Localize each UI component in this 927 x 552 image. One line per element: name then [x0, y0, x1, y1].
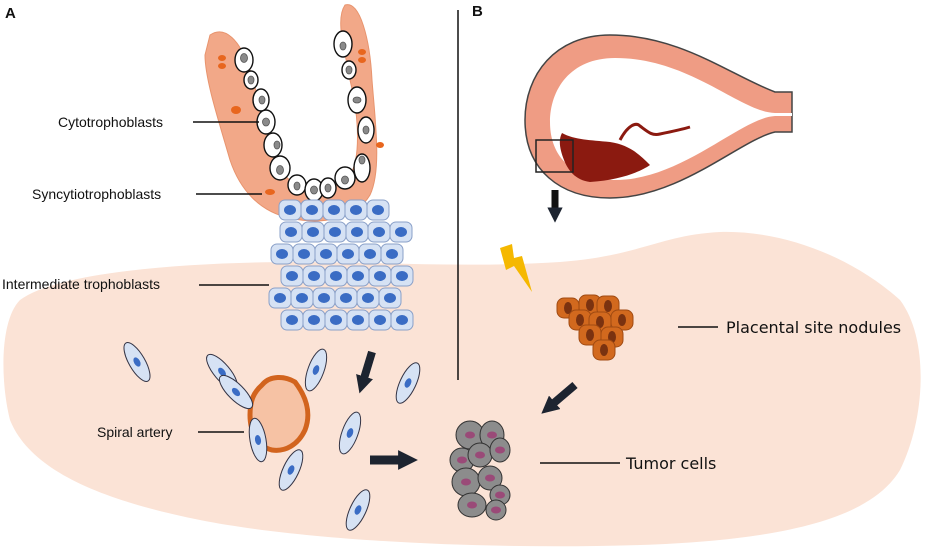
intermediate-trophoblast-nucleus — [352, 271, 364, 281]
tumor-cell-nucleus — [491, 506, 501, 514]
spindle-cell — [123, 342, 151, 382]
spindle-cell-nucleus — [312, 365, 320, 375]
intermediate-trophoblast-nucleus — [396, 271, 408, 281]
extravillous-spindle-cells — [123, 342, 421, 531]
lightning-icon — [500, 244, 532, 292]
nodule-cell-nucleus — [604, 300, 612, 312]
nodule-cell-nucleus — [586, 299, 594, 311]
intermediate-trophoblast-nucleus — [286, 315, 298, 325]
intermediate-trophoblast-nucleus — [298, 249, 310, 259]
intermediate-trophoblast-nucleus — [374, 271, 386, 281]
intermediate-trophoblast-nucleus — [286, 271, 298, 281]
spindle-cell-nucleus — [354, 505, 362, 515]
tumor-cell-nucleus — [457, 456, 467, 464]
spindle-cell — [304, 348, 328, 392]
intermediate-trophoblast-nucleus — [329, 227, 341, 237]
tumor-cell-nucleus — [495, 446, 505, 454]
label-syncytiotrophoblasts: Syncytiotrophoblasts — [32, 186, 161, 202]
nodule-cell-nucleus — [586, 329, 594, 341]
intermediate-trophoblast-nucleus — [330, 315, 342, 325]
spindle-cell-nucleus — [346, 428, 354, 438]
tumor-cell-nucleus — [475, 451, 485, 459]
intermediate-trophoblast-nucleus — [274, 293, 286, 303]
intermediate-trophoblast-nucleus — [318, 293, 330, 303]
intermediate-trophoblast-nucleus — [350, 205, 362, 215]
tumor-cell-nucleus — [495, 491, 505, 499]
panel-label-b: B — [472, 3, 483, 20]
intermediate-trophoblast-nucleus — [285, 227, 297, 237]
nodule-cell-nucleus — [564, 302, 572, 314]
label-placental-site-nodules: Placental site nodules — [726, 318, 901, 337]
intermediate-trophoblast-nucleus — [308, 315, 320, 325]
label-intermediate-trophoblasts: Intermediate trophoblasts — [2, 276, 160, 292]
nodule-cell-nucleus — [600, 344, 608, 356]
magnification-box — [535, 139, 574, 173]
intermediate-trophoblast-nucleus — [342, 249, 354, 259]
arrow-down-icon — [356, 350, 376, 394]
intermediate-trophoblast-nucleus — [374, 315, 386, 325]
spindle-cell — [278, 449, 304, 491]
intermediate-trophoblast-nucleus — [284, 205, 296, 215]
chorionic-villus — [204, 4, 384, 222]
label-spiral-artery: Spiral artery — [97, 424, 172, 440]
spindle-cell — [345, 489, 371, 531]
tumor-cell-nucleus — [465, 431, 475, 439]
tumor-cell-nucleus — [467, 501, 477, 509]
panel-label-a: A — [5, 5, 16, 22]
tumor-cell-nucleus — [485, 474, 495, 482]
intermediate-trophoblast-nucleus — [373, 227, 385, 237]
intermediate-trophoblast-nucleus — [306, 205, 318, 215]
nodule-cell-nucleus — [576, 314, 584, 326]
tumor-cell-nucleus — [487, 431, 497, 439]
placental-clot — [559, 133, 650, 182]
intermediate-trophoblast-nucleus — [340, 293, 352, 303]
intermediate-trophoblast-nucleus — [276, 249, 288, 259]
spindle-cell-nucleus — [133, 357, 141, 367]
intermediate-trophoblast-column — [268, 199, 414, 331]
umbilical-cord — [618, 122, 691, 141]
intermediate-trophoblast-nucleus — [320, 249, 332, 259]
spindle-cell — [218, 374, 254, 410]
decidua-tissue — [3, 231, 921, 547]
intermediate-trophoblast-nucleus — [386, 249, 398, 259]
intermediate-trophoblast-nucleus — [330, 271, 342, 281]
label-tumor-cells: Tumor cells — [625, 454, 716, 473]
nodule-cell-nucleus — [596, 316, 604, 328]
spindle-cell-nucleus — [287, 465, 295, 475]
spindle-cell-nucleus — [404, 378, 412, 388]
spindle-cell — [248, 417, 268, 463]
intermediate-trophoblast-nucleus — [372, 205, 384, 215]
tumor-cell-nucleus — [461, 478, 471, 486]
spindle-cell — [395, 362, 421, 404]
spindle-cell — [338, 411, 362, 455]
intermediate-trophoblast-nucleus — [308, 271, 320, 281]
intermediate-trophoblast-nucleus — [364, 249, 376, 259]
nodule-cell-nucleus — [618, 314, 626, 326]
intermediate-trophoblast-nucleus — [395, 227, 407, 237]
spindle-cell-nucleus — [218, 367, 226, 377]
uterus — [524, 34, 793, 199]
intermediate-trophoblast-nucleus — [307, 227, 319, 237]
placental-site-nodule-cluster — [556, 294, 634, 361]
spindle-cell-nucleus — [231, 387, 241, 397]
intermediate-trophoblast-nucleus — [384, 293, 396, 303]
intermediate-trophoblast-nucleus — [296, 293, 308, 303]
arrow-down-left-icon — [541, 381, 578, 414]
intermediate-trophoblast-nucleus — [362, 293, 374, 303]
tumor-cell-cluster — [449, 420, 511, 521]
intermediate-trophoblast-nucleus — [352, 315, 364, 325]
cytotrophoblast-nuclei — [240, 41, 370, 195]
label-cytotrophoblasts: Cytotrophoblasts — [58, 114, 163, 130]
intermediate-trophoblast-nucleus — [351, 227, 363, 237]
intermediate-trophoblast-nucleus — [396, 315, 408, 325]
intermediate-trophoblast-nucleus — [328, 205, 340, 215]
spindle-cell-nucleus — [254, 435, 262, 445]
